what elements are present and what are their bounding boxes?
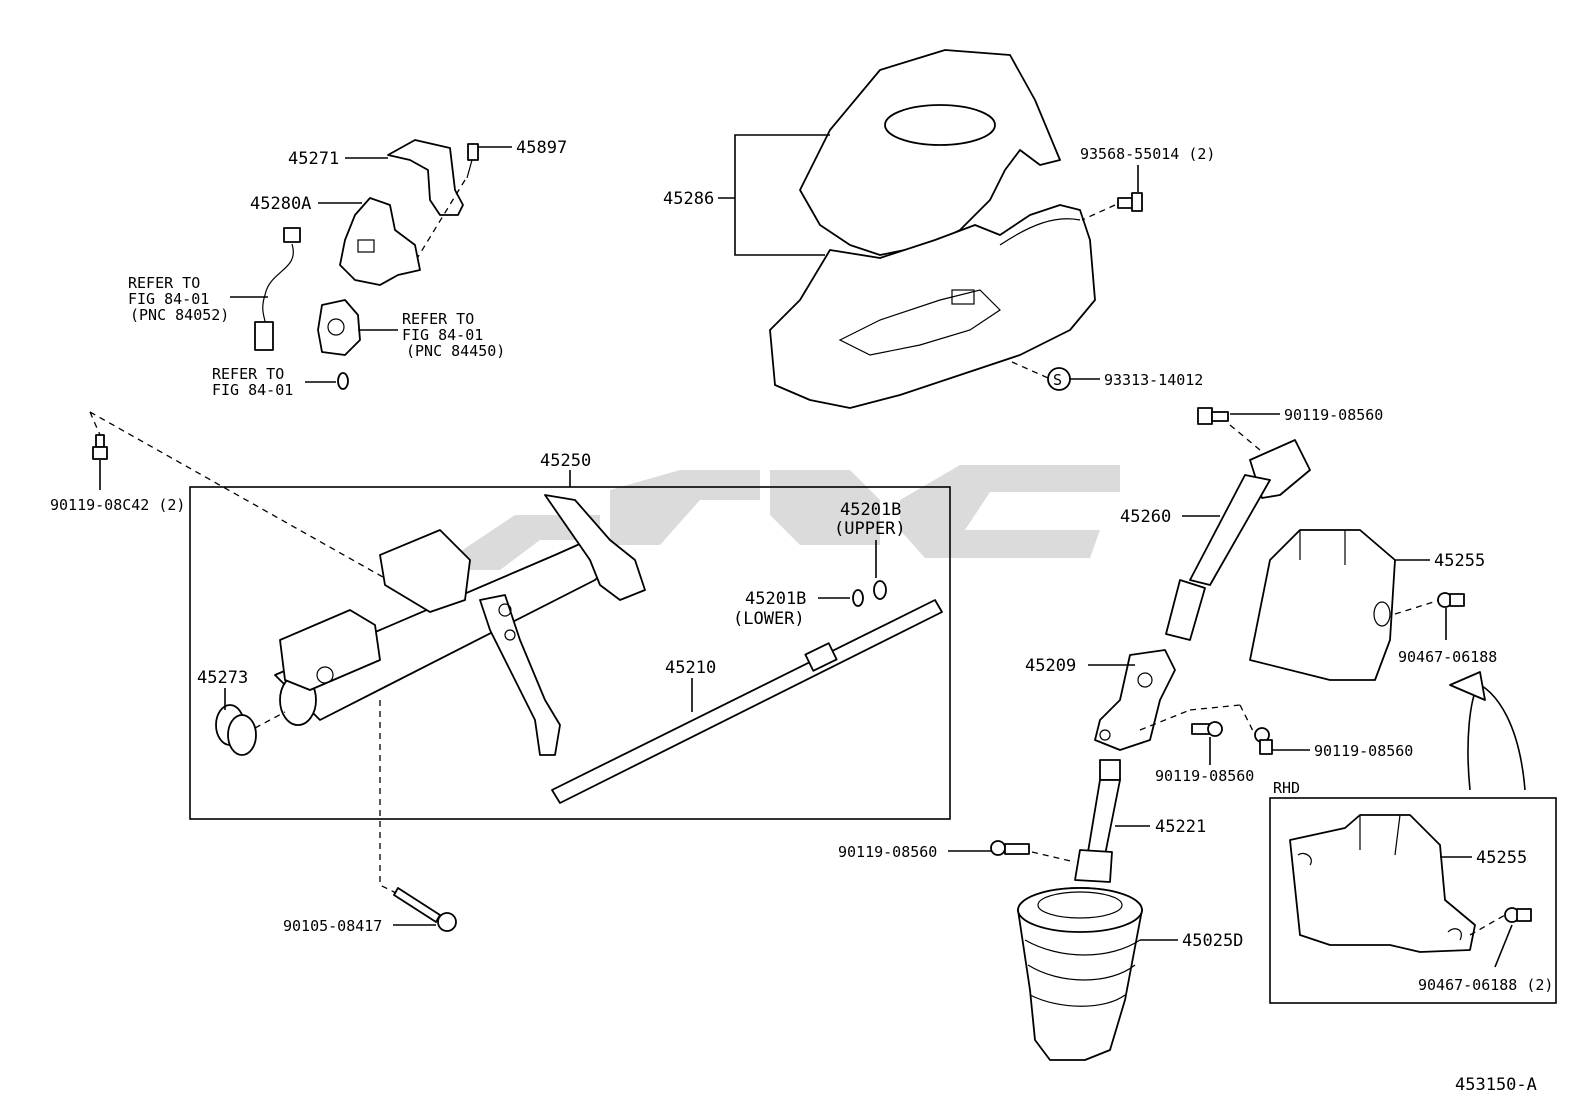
label-45273: 45273 [197, 668, 248, 688]
label-s-circle: S [1053, 371, 1062, 389]
bolt-90119-right [1254, 727, 1273, 755]
label-90119-08C42: 90119-08C42 (2) [50, 496, 185, 514]
bolt-90119-top [1197, 407, 1229, 425]
ring-45201B-lower [852, 589, 864, 607]
cover-45255-rhd [1289, 814, 1476, 953]
clip-90467-rhd [1504, 907, 1532, 923]
watermark-logo [455, 465, 1120, 570]
label-45221: 45221 [1155, 817, 1206, 837]
shaft-45210 [551, 599, 943, 804]
ref1-line1: REFER TO [128, 274, 200, 292]
shaft-45260 [1165, 439, 1311, 641]
ref2-line1: REFER TO [402, 310, 474, 328]
boot-45025D [1017, 887, 1143, 1061]
diagram-id: 453150-A [1455, 1075, 1537, 1095]
bushing-45273 [215, 704, 257, 756]
ignition-switch [317, 299, 361, 356]
label-45271: 45271 [288, 149, 339, 169]
label-45209: 45209 [1025, 656, 1076, 676]
cover-45255 [1249, 529, 1396, 681]
clamp-45271 [387, 139, 464, 216]
screw-45897 [466, 143, 479, 179]
label-93568: 93568-55014 (2) [1080, 145, 1215, 163]
screw-93568 [1117, 192, 1143, 212]
label-90467-rhd: 90467-06188 (2) [1418, 976, 1553, 994]
ref3-line1: REFER TO [212, 365, 284, 383]
ring-45201B-upper [873, 580, 887, 600]
label-45025D: 45025D [1182, 931, 1243, 951]
label-45897: 45897 [516, 138, 567, 158]
bolt-90119-mid [1191, 721, 1223, 737]
shaft-45221 [1074, 759, 1121, 883]
label-90119-lower: 90119-08560 [838, 843, 937, 861]
label-45255-rhd: 45255 [1476, 848, 1527, 868]
label-90105-08417: 90105-08417 [283, 917, 382, 935]
ref1-line2: FIG 84-01 [128, 290, 209, 308]
label-45201B-upper-tag: (UPPER) [834, 519, 906, 539]
label-45210: 45210 [665, 658, 716, 678]
label-45286: 45286 [663, 189, 714, 209]
label-45280A: 45280A [250, 194, 311, 214]
ref3-line2: FIG 84-01 [212, 381, 293, 399]
label-90119-top: 90119-08560 [1284, 406, 1383, 424]
clip-90467 [1437, 592, 1465, 608]
bolt-90105-08417 [393, 887, 457, 932]
label-93313: 93313-14012 [1104, 371, 1203, 389]
small-lamp [337, 372, 349, 390]
label-45255: 45255 [1434, 551, 1485, 571]
connector-wire [254, 227, 301, 351]
label-45260: 45260 [1120, 507, 1171, 527]
ref2-line3: (PNC 84450) [406, 342, 505, 360]
label-90119-right: 90119-08560 [1314, 742, 1413, 760]
bracket-45280A [339, 197, 421, 286]
bolt-90119-lower [990, 840, 1030, 856]
joint-45209 [1094, 649, 1176, 751]
label-rhd: RHD [1273, 779, 1300, 797]
ref1-line3: (PNC 84052) [130, 306, 229, 324]
steering-column-45250 [274, 494, 646, 756]
ref2-line2: FIG 84-01 [402, 326, 483, 344]
label-45250: 45250 [540, 451, 591, 471]
label-45201B-lower-tag: (LOWER) [733, 609, 805, 629]
column-cover-45286 [769, 49, 1096, 409]
rhd-box [1269, 797, 1557, 1004]
label-45201B-upper-num: 45201B [840, 500, 901, 520]
bolt-90119-08C42 [92, 434, 108, 460]
label-45201B-lower-num: 45201B [745, 589, 806, 609]
label-90467: 90467-06188 [1398, 648, 1497, 666]
label-90119-mid: 90119-08560 [1155, 767, 1254, 785]
